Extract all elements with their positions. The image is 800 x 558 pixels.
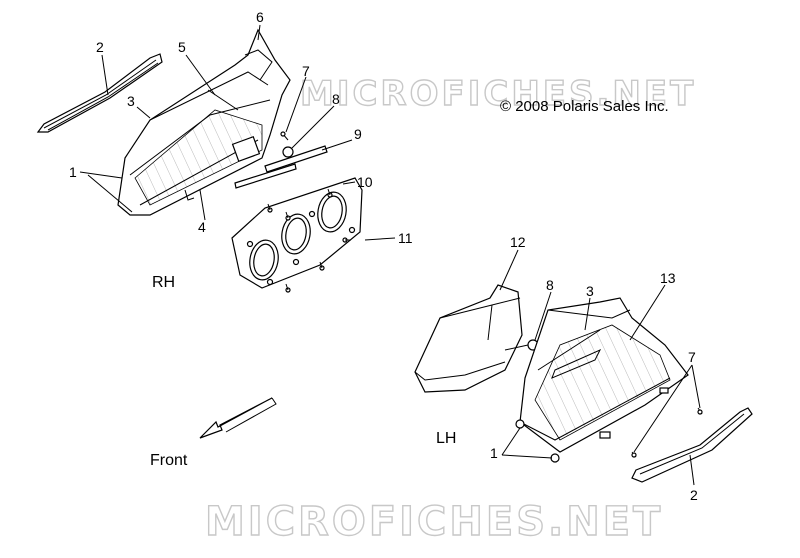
- rh-callout: 3: [127, 93, 135, 109]
- lh-callout: 8: [546, 277, 554, 293]
- rh-callout: 2: [96, 39, 104, 55]
- rh-dash-housing: [117, 28, 291, 216]
- lh-label: LH: [436, 430, 456, 447]
- lh-trim-strip: [631, 407, 753, 483]
- rh-callout: 5: [178, 39, 186, 55]
- rh-callouts: 2 6 5 7 3 8 9 1 10 4 11: [69, 9, 413, 246]
- rh-grommet: [282, 146, 294, 158]
- rh-screw: [280, 131, 289, 141]
- lh-callouts: 12 8 3 13 7 1 2: [490, 234, 698, 503]
- lh-assembly: 12 8 3 13 7 1 2 LH: [414, 234, 753, 503]
- rh-leader-lines: [79, 24, 396, 241]
- lh-callout: 7: [688, 349, 696, 365]
- rh-callout: 10: [357, 174, 373, 190]
- lh-dash-housing: [519, 297, 689, 453]
- lh-foam-block: [414, 284, 523, 393]
- rh-label: RH: [152, 274, 175, 291]
- front-arrow: [199, 397, 277, 439]
- watermark-bottom: MICROFICHES.NET: [205, 499, 663, 545]
- watermark-top: MICROFICHES.NET: [300, 74, 696, 114]
- rh-callout: 8: [332, 91, 340, 107]
- rh-callout: 11: [398, 230, 413, 246]
- rh-lens-strip: [264, 145, 328, 173]
- rh-gauge-bezel: [231, 177, 363, 289]
- lh-callout: 12: [510, 234, 526, 250]
- lh-screws: [631, 407, 703, 458]
- rh-bezel-screws: [267, 188, 351, 293]
- lh-callout: 2: [690, 487, 698, 503]
- copyright-text: © 2008 Polaris Sales Inc.: [500, 98, 669, 115]
- rh-callout: 6: [256, 9, 264, 25]
- rh-callout: 1: [69, 164, 77, 180]
- front-label: Front: [150, 452, 188, 469]
- lh-callout: 3: [586, 283, 594, 299]
- rh-callout: 9: [354, 126, 362, 142]
- rh-callout: 7: [302, 63, 310, 79]
- lh-callout: 13: [660, 270, 676, 286]
- lh-leader-lines: [499, 249, 701, 486]
- lh-callout: 1: [490, 445, 498, 461]
- rh-callout: 4: [198, 219, 206, 235]
- rh-assembly: 2 6 5 7 3 8 9 1 10 4 11 RH: [36, 9, 413, 293]
- rh-trim-strip: [36, 53, 163, 133]
